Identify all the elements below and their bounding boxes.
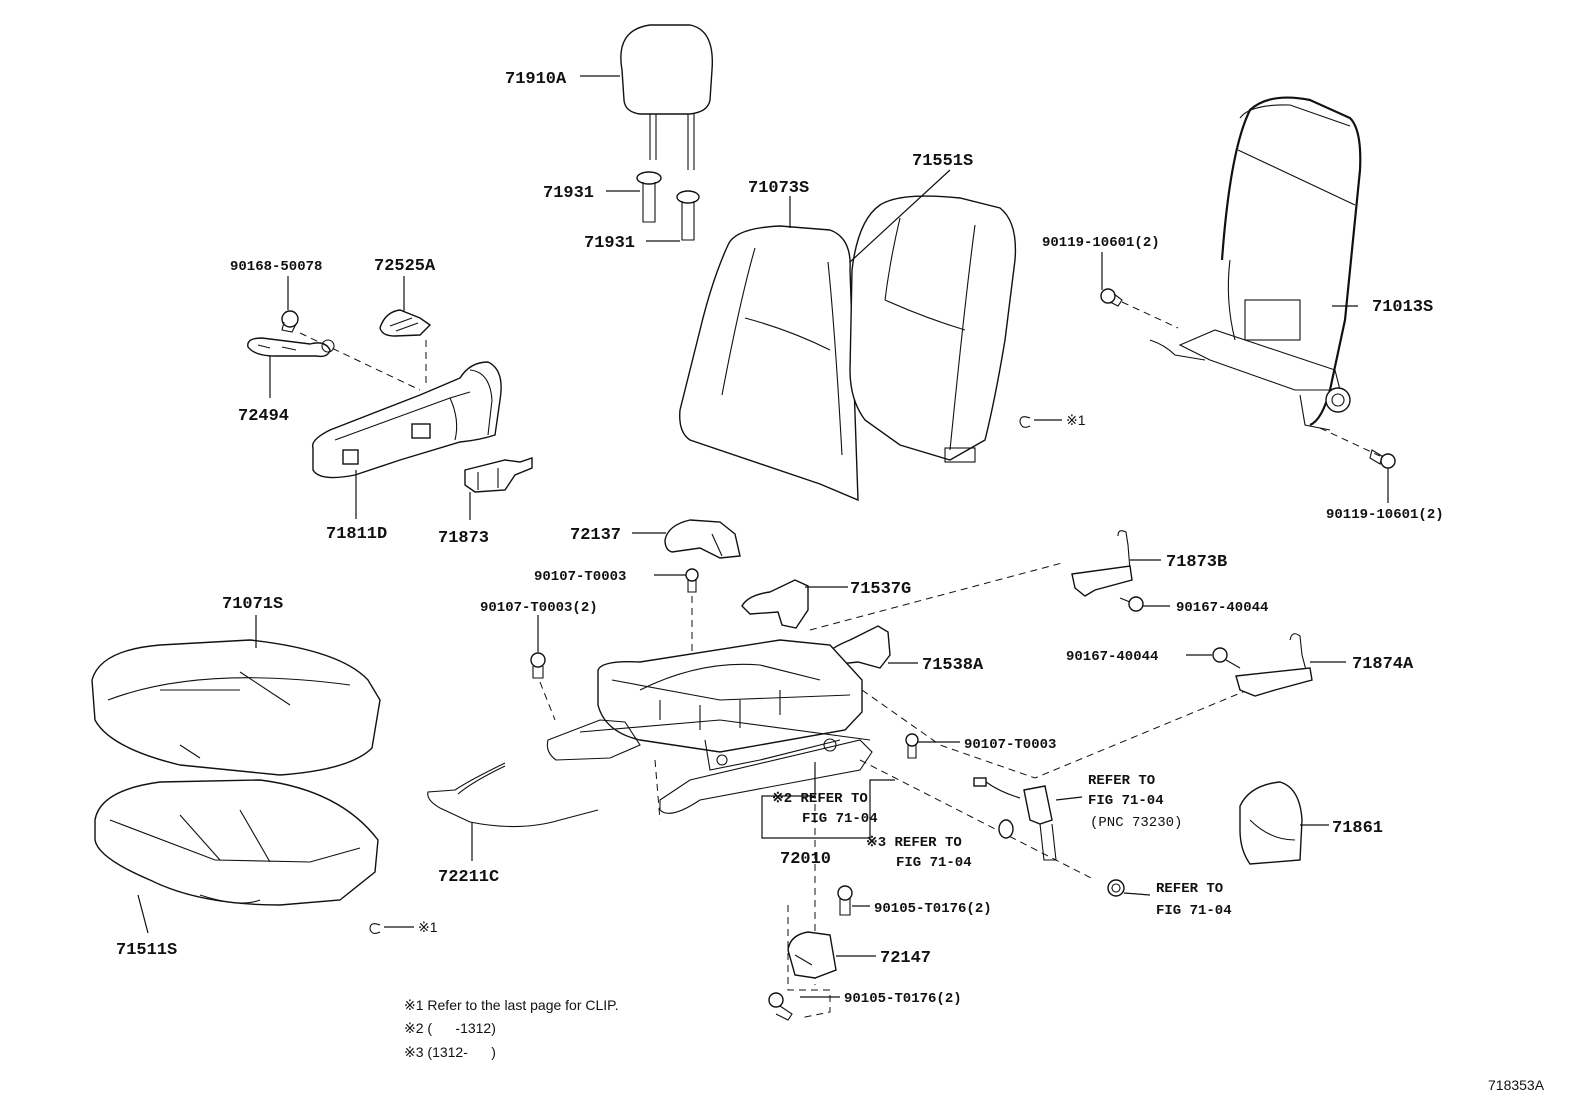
label-71538A: 71538A — [922, 656, 984, 675]
clip-marker-lower-text: ※1 — [418, 919, 438, 935]
nut-90167-lower — [1212, 647, 1241, 669]
label-90107-right: 90107-T0003 — [964, 737, 1056, 753]
ref3-line2: FIG 71-04 — [896, 855, 972, 871]
note-2: ※2 ( -1312) — [404, 1020, 496, 1036]
bracket-71537G-illustration — [741, 579, 809, 629]
bolt-90119-lower — [1319, 427, 1396, 469]
bracket-71873B-illustration — [1071, 530, 1133, 597]
bolt-90107-top — [685, 568, 699, 655]
label-71931-upper: 71931 — [543, 184, 594, 203]
label-90105-upper: 90105-T0176(2) — [874, 901, 992, 917]
label-71874A: 71874A — [1352, 655, 1414, 674]
shield-71811D-illustration — [311, 361, 502, 479]
belt-ref-line1: REFER TO — [1088, 773, 1155, 789]
label-71873: 71873 — [438, 529, 489, 548]
label-90167-upper: 90167-40044 — [1176, 600, 1268, 616]
label-90107-left: 90107-T0003(2) — [480, 600, 598, 616]
label-71071S: 71071S — [222, 595, 283, 614]
clip-marker-lower — [369, 923, 414, 935]
screw-90168 — [281, 310, 299, 333]
nut-ref-line2: FIG 71-04 — [1156, 903, 1232, 919]
label-71551S: 71551S — [912, 152, 973, 171]
belt-ref-line3: (PNC 73230) — [1090, 815, 1182, 831]
label-72525A: 72525A — [374, 257, 436, 276]
bolt-90107-left — [530, 652, 556, 721]
label-90168-50078: 90168-50078 — [230, 259, 322, 275]
label-71511S: 71511S — [116, 941, 177, 960]
bracket-71873-illustration — [464, 457, 533, 493]
note-1: ※1 Refer to the last page for CLIP. — [404, 997, 619, 1013]
label-71861: 71861 — [1332, 819, 1383, 838]
label-71537G: 71537G — [850, 580, 911, 599]
nut-90167-upper — [1119, 596, 1144, 612]
label-71873B: 71873B — [1166, 553, 1227, 572]
label-71910A: 71910A — [505, 70, 567, 89]
label-90107-top: 90107-T0003 — [534, 569, 626, 585]
label-72211C: 72211C — [438, 868, 499, 887]
leader-lines — [137, 75, 1389, 998]
nut-ref-line1: REFER TO — [1156, 881, 1223, 897]
cover-71861-illustration — [1239, 781, 1303, 865]
label-72137: 72137 — [570, 526, 621, 545]
belt-ref-line2: FIG 71-04 — [1088, 793, 1164, 809]
ref2-line1: ※2 REFER TO — [772, 791, 868, 807]
label-72494: 72494 — [238, 407, 289, 426]
label-90119-lower: 90119-10601(2) — [1326, 507, 1444, 523]
note-3: ※3 (1312- ) — [404, 1044, 496, 1060]
cover-72147-illustration — [787, 905, 837, 1019]
bolt-90105-lower — [768, 992, 793, 1021]
bracket-71874A-illustration — [1235, 633, 1313, 697]
seatback-cover-illustration — [679, 225, 859, 502]
headrest-illustration — [620, 24, 714, 170]
label-72147: 72147 — [880, 949, 931, 968]
seat-cushion-pad-illustration — [94, 779, 379, 906]
lever-72494-illustration — [247, 337, 335, 358]
label-71073S: 71073S — [748, 179, 809, 198]
seatback-frame-illustration — [1149, 96, 1362, 431]
clip-marker-upper-text: ※1 — [1066, 412, 1086, 428]
bolt-90119-upper — [1100, 288, 1179, 329]
label-90119-upper: 90119-10601(2) — [1042, 235, 1160, 251]
label-71811D: 71811D — [326, 525, 387, 544]
wire-72211C-illustration — [427, 762, 599, 828]
seat-belt-buckle-illustration — [973, 777, 1057, 861]
ref3-line1: ※3 REFER TO — [866, 835, 962, 851]
cover-72525A-illustration — [379, 309, 432, 337]
ref2-line2: FIG 71-04 — [802, 811, 878, 827]
label-71013S: 71013S — [1372, 298, 1433, 317]
bolt-90105-upper — [837, 885, 853, 916]
seatback-pad-illustration — [849, 195, 1017, 463]
diagram-id: 718353A — [1488, 1077, 1545, 1093]
label-90105-lower: 90105-T0176(2) — [844, 991, 962, 1007]
seat-adjuster-illustration — [546, 639, 873, 814]
nut-refer-illustration — [1107, 879, 1125, 897]
clip-marker-upper — [1019, 416, 1062, 428]
washer-illustration — [998, 819, 1014, 839]
cover-72137-illustration — [664, 519, 741, 559]
headrest-support-illustration — [636, 171, 700, 241]
bolt-90107-right — [905, 733, 919, 759]
label-72010: 72010 — [780, 850, 831, 869]
seat-cushion-cover-illustration — [91, 639, 381, 776]
label-71931-lower: 71931 — [584, 234, 635, 253]
label-90167-lower: 90167-40044 — [1066, 649, 1158, 665]
